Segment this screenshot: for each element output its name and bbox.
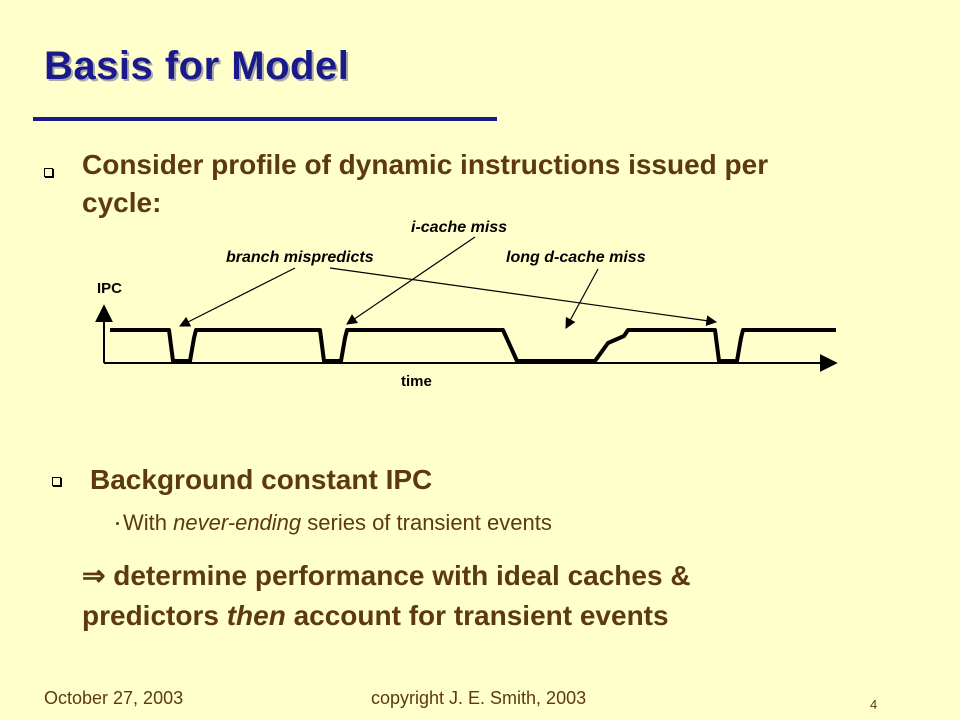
footer-date: October 27, 2003 xyxy=(44,688,184,708)
page-number: 4 xyxy=(870,697,878,712)
sub-bullet-dot-icon xyxy=(116,522,119,525)
bullet-2-text: Background constant IPC xyxy=(90,464,433,495)
title-underline xyxy=(33,117,497,121)
footer-copyright: copyright J. E. Smith, 2003 xyxy=(371,688,587,708)
bullet-1-line-1: Consider profile of dynamic instructions… xyxy=(82,149,769,180)
label-long-dcache-miss: long d-cache miss xyxy=(506,249,646,266)
label-icache-miss: i-cache miss xyxy=(411,219,507,236)
slide-title: Basis for Model xyxy=(44,44,350,88)
bullet-square-icon xyxy=(52,477,61,486)
bullet-square-icon xyxy=(44,168,53,177)
implies-arrow-icon: ⇒ xyxy=(82,560,106,591)
x-axis-label: time xyxy=(401,373,432,390)
arrow-dcache xyxy=(565,268,599,329)
bullet-1-line-2: cycle: xyxy=(82,187,162,218)
ipc-profile-line xyxy=(110,328,836,363)
label-branch-mispredicts: branch mispredicts xyxy=(226,249,374,266)
conclusion-text: ⇒ determine performance with ideal cache… xyxy=(82,560,691,631)
y-axis-label: IPC xyxy=(97,280,122,297)
arrow-branch-1 xyxy=(179,267,296,327)
arrow-icache xyxy=(346,236,476,325)
sub-bullet-text: With never-ending series of transient ev… xyxy=(123,510,552,535)
arrow-branch-2 xyxy=(329,267,718,327)
